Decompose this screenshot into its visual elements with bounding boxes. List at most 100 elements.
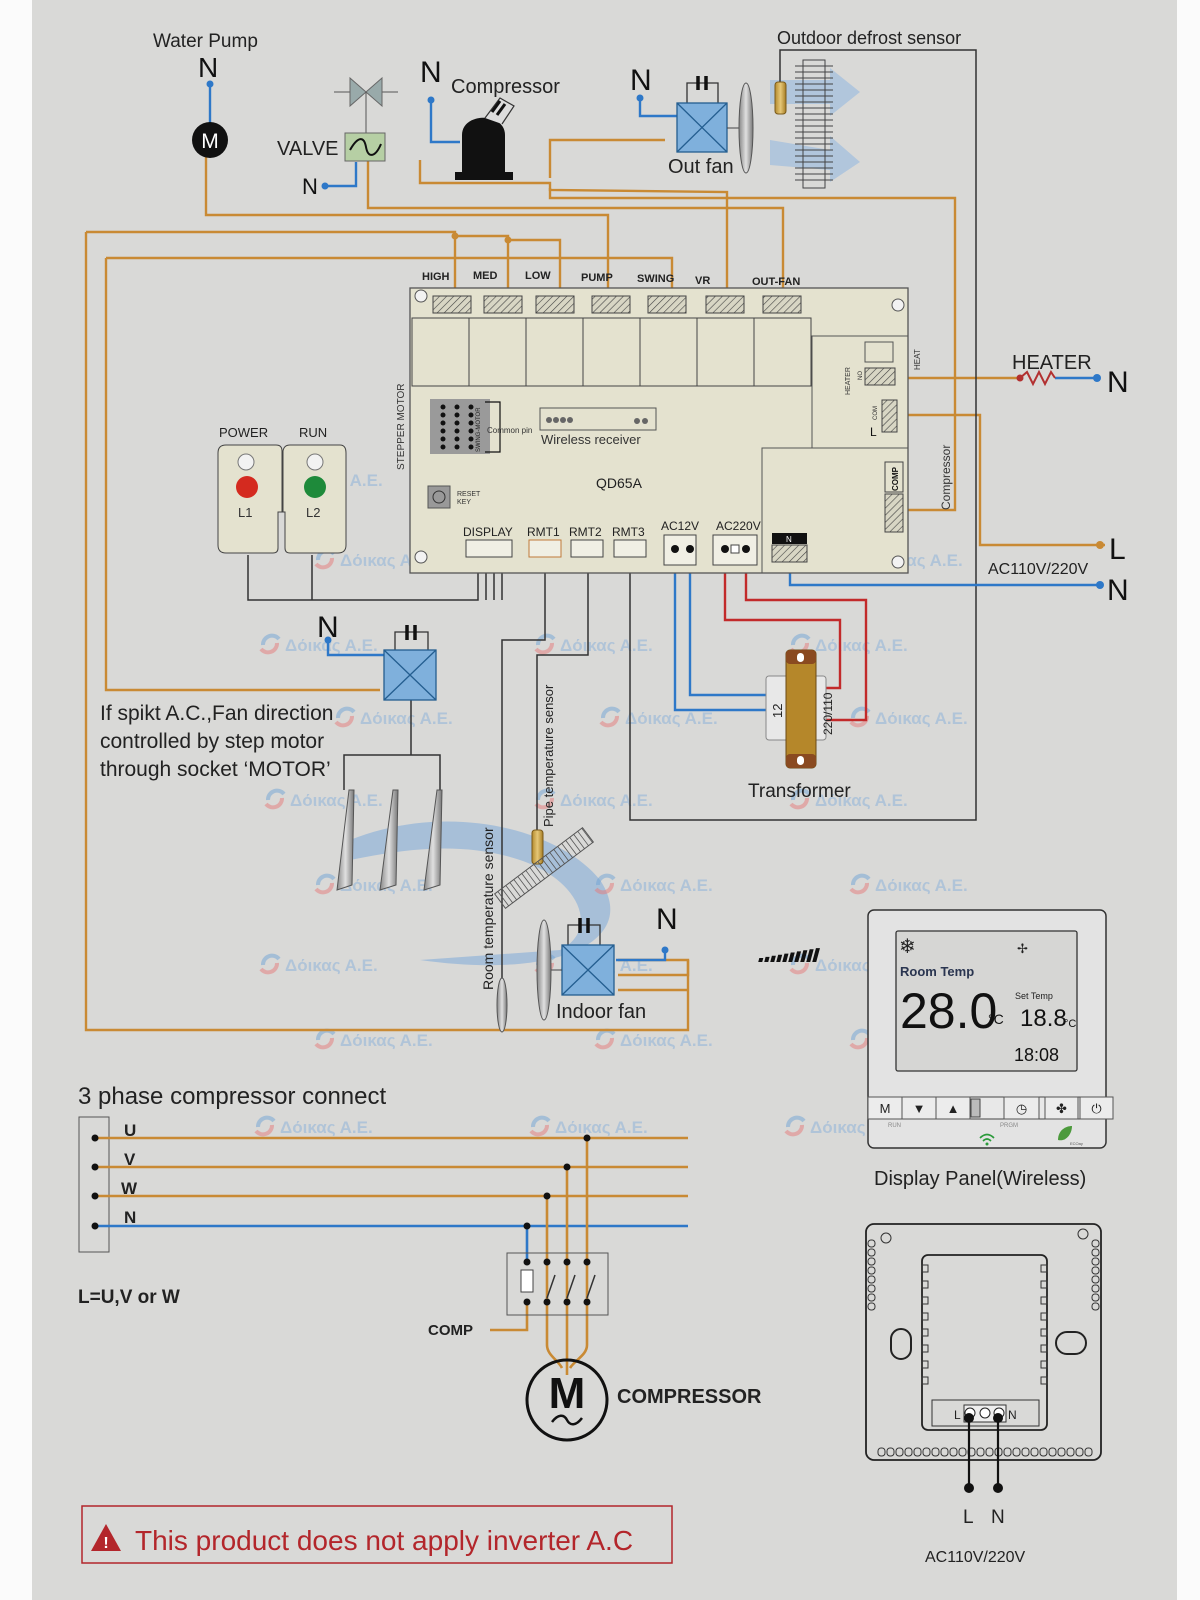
relay-label-swing: SWING (637, 273, 674, 285)
fan-level-bar (794, 951, 802, 963)
transformer-core-icon (785, 649, 817, 769)
watermark: Δόικας Α.Ε. (259, 633, 378, 655)
airflow-arrows (350, 68, 860, 966)
warning-icon (91, 1524, 121, 1551)
n-terminal[interactable] (771, 544, 808, 563)
reset-label: RESET (457, 491, 481, 498)
heater-no-terminal[interactable] (864, 367, 896, 386)
run-indicator-label: RUN (299, 425, 327, 440)
l1-label: L1 (238, 505, 252, 520)
svg-text:Δόικας Α.Ε.: Δόικας Α.Ε. (560, 636, 653, 655)
fan-level-bar (758, 958, 764, 962)
common-pin-label: Common pin (487, 426, 532, 435)
panel-button-mode[interactable]: M (867, 1096, 903, 1120)
watermark: Δόικας Α.Ε. (789, 788, 908, 810)
panel-button-down[interactable]: ▼ (901, 1096, 937, 1120)
live-terminal-label: L (1109, 533, 1126, 566)
panel-button-power[interactable]: ⏻ (1079, 1096, 1114, 1120)
indoor-fan: N Indoor fan (536, 903, 678, 1023)
fan-icon: ✤ (1056, 1101, 1067, 1116)
relay-terminal-med[interactable] (483, 295, 523, 314)
display-connector[interactable] (465, 539, 513, 558)
heater-neutral-label: N (1107, 366, 1129, 399)
panel-button-fan[interactable]: ✤ (1044, 1096, 1079, 1120)
compressor-wire-label: Compressor (939, 445, 953, 510)
power-indicator-label: POWER (219, 425, 268, 440)
relay-label-vr: VR (695, 275, 710, 287)
relay-terminal-swing[interactable] (647, 295, 687, 314)
watermark: Δόικας Α.Ε. (534, 633, 653, 655)
note-line-3: through socket ‘MOTOR’ (100, 758, 331, 781)
warning-text: This product does not apply inverter A.C (135, 1525, 633, 1556)
back-terminal-l-label: L (954, 1408, 961, 1422)
relay-block (639, 317, 698, 387)
mode-icon: M (880, 1101, 891, 1116)
snowflake-icon: ❄ (899, 936, 916, 958)
transformer-label: Transformer (748, 781, 851, 802)
heater-board-label: HEATER (845, 367, 852, 395)
relay-terminal-out-fan[interactable] (762, 295, 802, 314)
set-temp-value: 18.8 (1020, 1005, 1067, 1032)
phase-n-label: N (124, 1208, 136, 1227)
rmt2-connector[interactable] (570, 539, 604, 558)
pump-motor-icon (192, 122, 228, 158)
back-voltage-label: AC110V/220V (925, 1549, 1026, 1566)
power-led-icon (236, 476, 258, 498)
relay-terminal-low[interactable] (535, 295, 575, 314)
svg-text:Δόικας Α.Ε.: Δόικας Α.Ε. (815, 636, 908, 655)
watermark: Δόικας Α.Ε. (594, 1028, 713, 1050)
water-pump-neutral-label: N (198, 52, 218, 83)
indicator-lights: POWER RUN L1 L2 (217, 425, 347, 554)
room-temperature-sensor: Room temperature sensor (480, 827, 508, 1033)
condenser-coil-icon (802, 59, 826, 189)
compressor-motor-icon (525, 1358, 609, 1442)
fan-level-bar (806, 949, 814, 963)
eco-leaf-icon (1058, 1126, 1072, 1141)
up-icon: ▲ (947, 1101, 960, 1116)
relay-terminal-high[interactable] (432, 295, 472, 314)
reset-key-button[interactable] (427, 485, 451, 509)
relay-block (411, 317, 470, 387)
fan-level-bar (812, 948, 820, 962)
wire-swing (106, 256, 674, 298)
watermark: Δόικας Α.Ε. (254, 1115, 373, 1137)
compressor-neutral-label: N (420, 56, 442, 89)
rmt1-connector[interactable] (528, 539, 562, 558)
rmt2-label: RMT2 (569, 525, 602, 539)
compressor-unit: N Compressor (420, 56, 560, 180)
panel-button-timer[interactable]: ◷ (1003, 1096, 1040, 1120)
fan-level-bar (800, 950, 808, 962)
relay-label-pump: PUMP (581, 272, 613, 284)
contactor-icon (506, 1252, 609, 1316)
rmt3-connector[interactable] (613, 539, 647, 558)
room-sensor-probe-icon (496, 977, 508, 1033)
wire-transformer-primary-2 (744, 560, 868, 722)
room-sensor-label: Room temperature sensor (480, 827, 496, 990)
svg-text:Δόικας Α.Ε.: Δόικας Α.Ε. (560, 791, 653, 810)
display-panel-caption: Display Panel(Wireless) (874, 1168, 1086, 1190)
fan-level-bar (788, 952, 795, 962)
transformer-primary-label: 220/110 (821, 692, 835, 735)
watermark: Δόικας Α.Ε. (849, 706, 968, 728)
wireless-receiver (539, 407, 657, 431)
valve: VALVE N (277, 76, 398, 199)
comp-terminal[interactable] (884, 493, 904, 533)
com-terminal[interactable] (881, 399, 898, 433)
outfan-neutral-label: N (630, 64, 652, 97)
comp-label: COMP (428, 1322, 473, 1339)
panel-button-up[interactable]: ▲ (935, 1096, 971, 1120)
watermark: Δόικας Α.Ε. (264, 788, 383, 810)
relay-terminal-vr[interactable] (705, 295, 745, 314)
stepper-connector-icon[interactable] (430, 399, 490, 454)
relay-terminal-pump[interactable] (591, 295, 631, 314)
svg-text:Δόικας Α.Ε.: Δόικας Α.Ε. (285, 956, 378, 975)
warning-box: ! This product does not apply inverter A… (81, 1505, 673, 1564)
water-pump-label: Water Pump (153, 31, 258, 52)
svg-text:Δόικας Α.Ε.: Δόικας Α.Ε. (290, 791, 383, 810)
fan-level-bar (782, 953, 789, 962)
relay-block (468, 317, 527, 387)
lcd-screen (895, 930, 1078, 1072)
no-label: NO (858, 371, 864, 380)
evaporator-coil-icon (493, 827, 595, 909)
